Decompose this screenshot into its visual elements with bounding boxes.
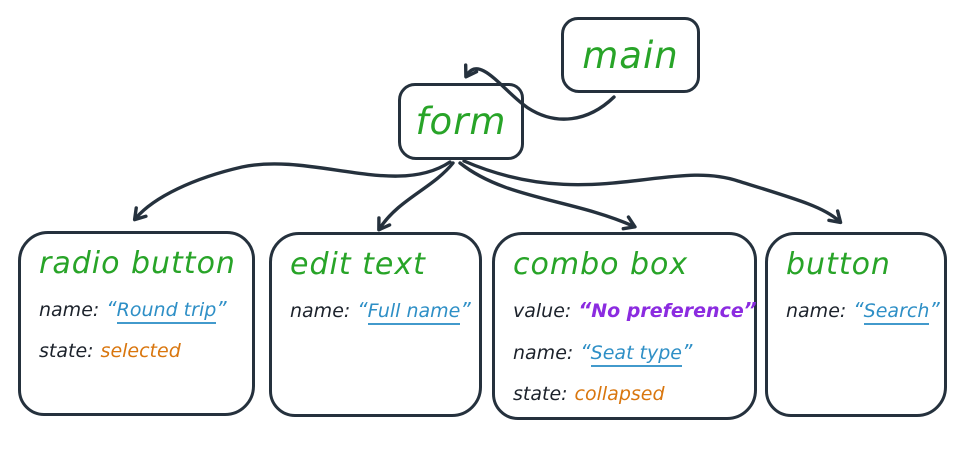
node-radio-button-title: radio button <box>39 246 236 281</box>
arrow-form-to-combo-box <box>458 161 637 231</box>
open-quote: “ <box>357 297 368 322</box>
close-quote: ” <box>743 297 757 322</box>
combo-box-name-row: name: “Seat type” <box>513 332 738 374</box>
node-button-title: button <box>786 247 891 282</box>
node-button: button name: “Search” <box>765 232 947 417</box>
close-quote: ” <box>682 339 693 364</box>
name-key-label: name: <box>513 341 574 364</box>
node-radio-button: radio button name: “Round trip” state: sel… <box>18 231 255 416</box>
combo-box-value: “No preference” <box>578 297 757 322</box>
combo-box-state-value: collapsed <box>574 382 665 405</box>
name-key-label: name: <box>786 299 847 322</box>
radio-button-name-value: “Round trip” <box>106 296 227 324</box>
node-main-label: main <box>582 33 679 77</box>
arrow-form-to-radio-button <box>132 160 452 222</box>
node-form: form <box>398 83 524 160</box>
open-quote: “ <box>853 297 864 322</box>
combo-box-state-row: state: collapsed <box>513 374 738 415</box>
node-combo-box: combo box value:“No preference” name:“Se… <box>492 232 757 420</box>
node-main: main <box>561 17 700 93</box>
close-quote: ” <box>460 297 471 322</box>
close-quote: ” <box>929 297 940 322</box>
edit-text-name-row: name: “Full name” <box>290 290 471 332</box>
radio-button-state-value: selected <box>100 339 181 362</box>
open-quote: “ <box>580 339 591 364</box>
open-quote: “ <box>106 296 117 321</box>
value-key-label: value: <box>513 299 572 322</box>
node-form-label: form <box>415 100 507 143</box>
node-combo-box-title: combo box <box>513 247 689 282</box>
node-edit-text: edit text name: “Full name” <box>269 232 482 417</box>
radio-button-state-row: state: selected <box>39 331 236 372</box>
name-key-label: name: <box>39 298 100 321</box>
open-quote: “ <box>578 297 592 322</box>
edit-text-name-value: “Full name” <box>357 297 471 325</box>
close-quote: ” <box>216 296 227 321</box>
state-key-label: state: <box>513 382 568 405</box>
name-key-label: name: <box>290 299 351 322</box>
arrow-form-to-edit-text <box>377 161 455 232</box>
combo-box-name-value: “Seat type” <box>580 339 693 367</box>
state-key-label: state: <box>39 339 94 362</box>
button-name-value: “Search” <box>853 297 940 325</box>
combo-box-value-row: value: “No preference” <box>513 290 757 332</box>
radio-button-name-row: name: “Round trip” <box>39 289 236 331</box>
combo-box-value-text: No preference <box>591 299 744 322</box>
button-name-row: name: “Search” <box>786 290 940 332</box>
node-edit-text-title: edit text <box>290 247 426 282</box>
arrow-form-to-button <box>462 159 843 225</box>
